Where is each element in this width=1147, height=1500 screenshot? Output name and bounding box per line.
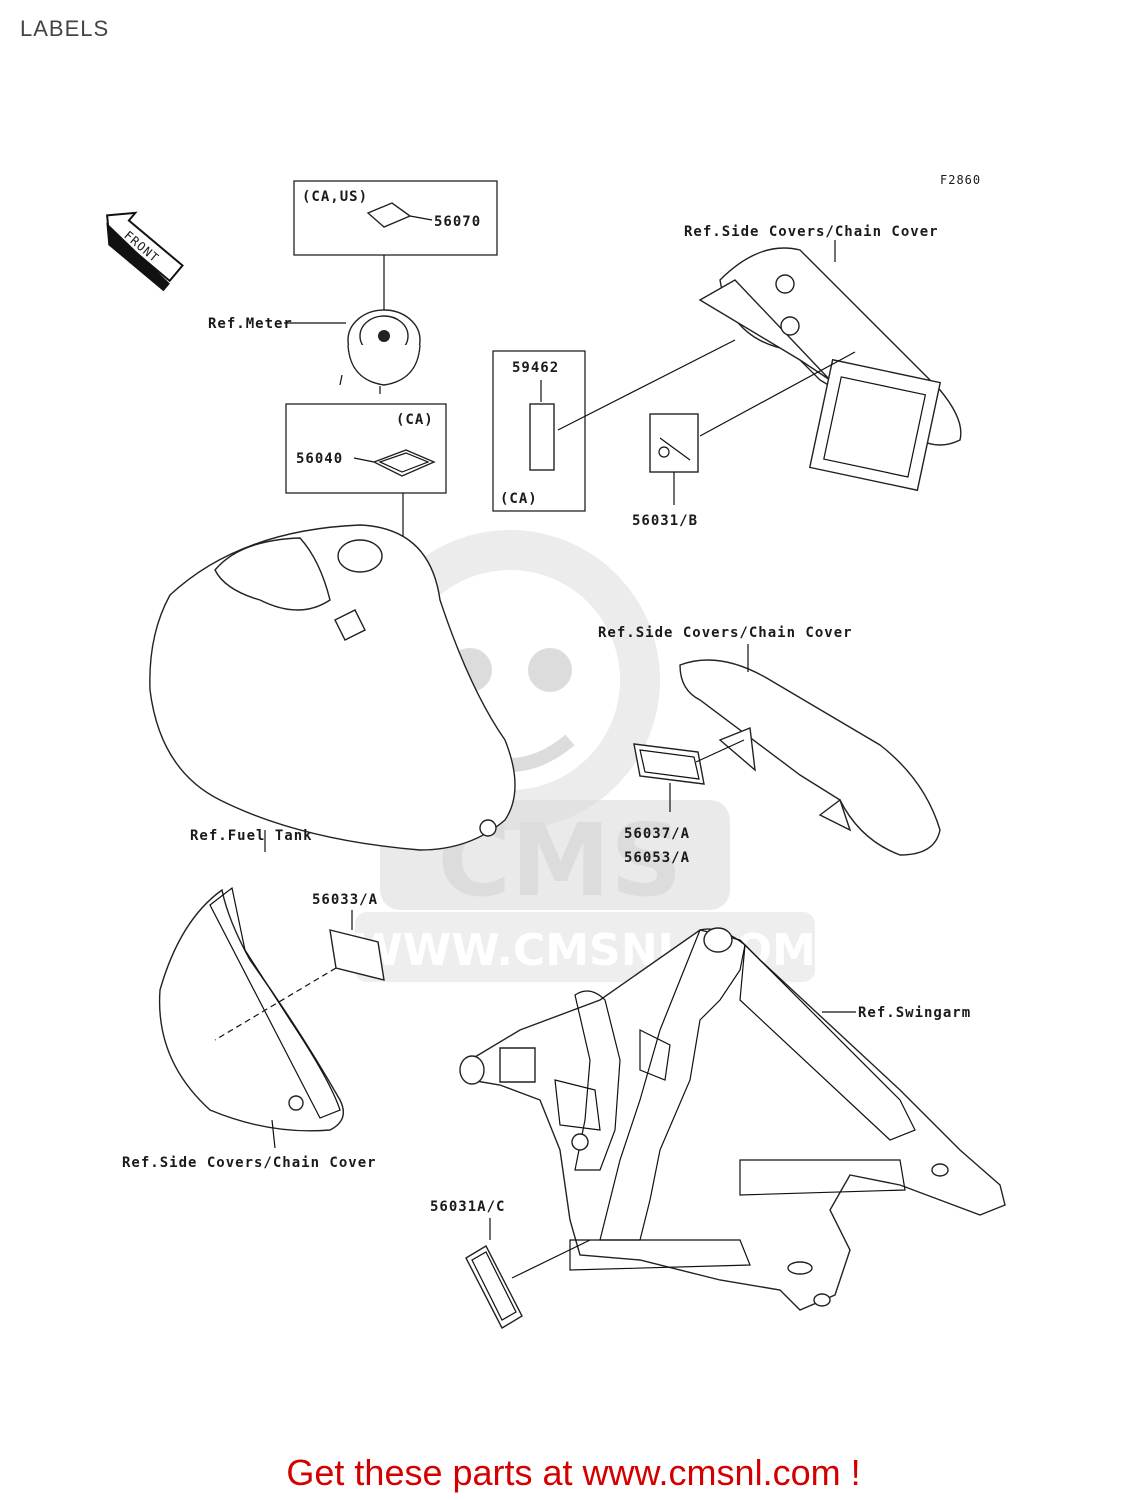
callout-ca-us: (CA,US) <box>302 189 368 205</box>
ref-meter-label[interactable]: Ref.Meter <box>208 316 293 332</box>
part-number-56033a[interactable]: 56033/A <box>312 892 378 908</box>
part-number-59462[interactable]: 59462 <box>512 360 559 376</box>
label-part-56033a: 56033/A <box>214 892 385 1041</box>
part-number-56053a[interactable]: 56053/A <box>624 850 690 866</box>
side-cover-middle <box>679 659 941 856</box>
ref-swingarm-label[interactable]: Ref.Swingarm <box>858 1005 971 1021</box>
part-number-56031ac[interactable]: 56031A/C <box>430 1199 505 1215</box>
part-number-56070[interactable]: 56070 <box>434 214 481 230</box>
ref-fuel-tank-label[interactable]: Ref.Fuel Tank <box>190 828 313 844</box>
fuel-tank-part <box>149 524 516 851</box>
label-part-56031ac: 56031A/C <box>430 1199 591 1329</box>
side-cover-upper <box>698 247 962 492</box>
part-number-56031b[interactable]: 56031/B <box>632 513 698 529</box>
footer-cta[interactable]: Get these parts at www.cmsnl.com ! <box>286 1452 861 1493</box>
meter-part <box>339 309 421 394</box>
figure-code: F2860 <box>940 173 981 187</box>
front-arrow-icon: FRONT <box>106 211 184 292</box>
callout-box-56040: (CA) 56040 <box>285 403 447 600</box>
callout-box-59462: 59462 (CA) <box>492 339 736 512</box>
ref-side-covers-label-1[interactable]: Ref.Side Covers/Chain Cover <box>684 224 939 240</box>
parts-diagram: CMS WWW.CMSNL.COM F2860 FRONT (CA,US) 56… <box>106 173 1006 1329</box>
callout-ca-2: (CA) <box>500 491 538 507</box>
ref-side-covers-label-3[interactable]: Ref.Side Covers/Chain Cover <box>122 1155 377 1171</box>
swingarm-part <box>459 927 1006 1311</box>
side-cover-lower <box>158 886 344 1132</box>
page-title: LABELS <box>20 16 110 41</box>
ref-side-covers-label-2[interactable]: Ref.Side Covers/Chain Cover <box>598 625 853 641</box>
label-part-56037a <box>633 739 745 812</box>
part-number-56037a[interactable]: 56037/A <box>624 826 690 842</box>
part-number-56040[interactable]: 56040 <box>296 451 343 467</box>
label-part-56031b <box>649 351 856 505</box>
callout-ca-1: (CA) <box>396 412 434 428</box>
callout-box-56070: (CA,US) 56070 <box>293 180 498 325</box>
